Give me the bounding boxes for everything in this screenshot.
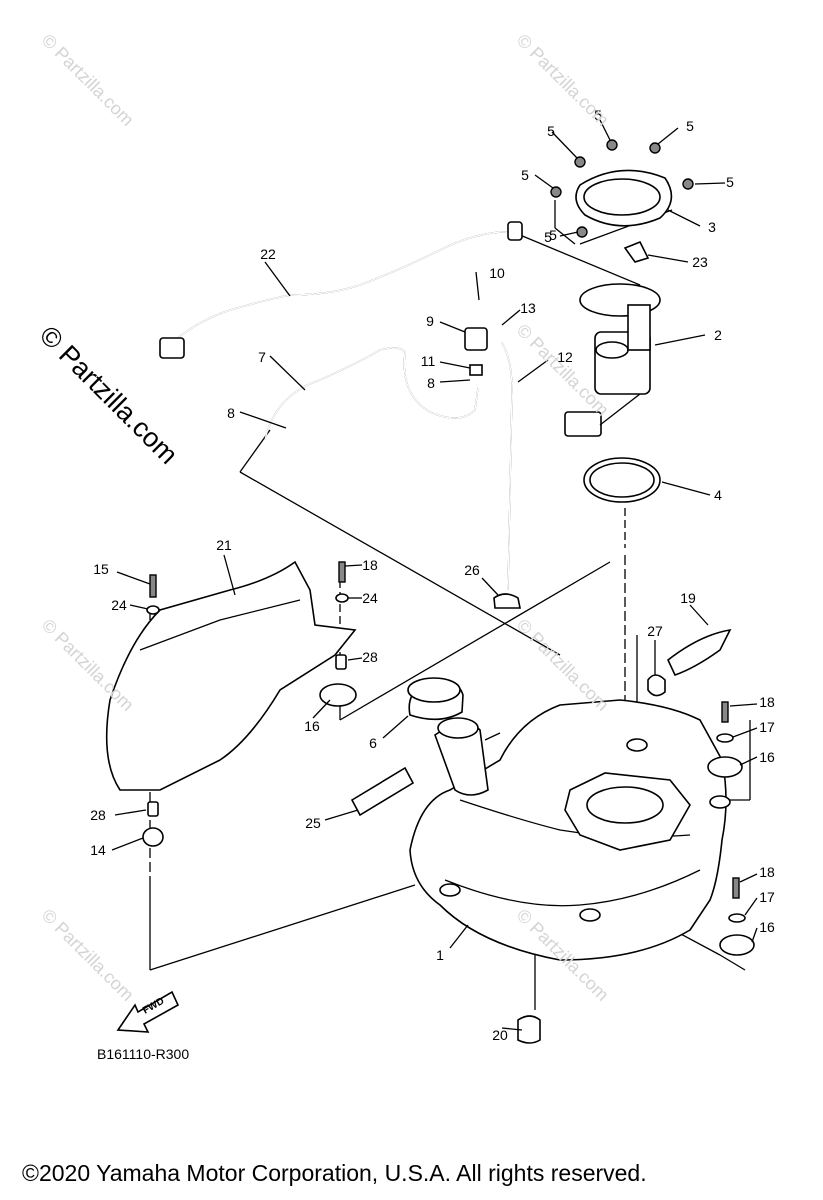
copyright-notice: ©2020 Yamaha Motor Corporation, U.S.A. A… <box>22 1160 647 1186</box>
callout-5: 5 <box>594 107 602 123</box>
callout-17: 17 <box>759 889 775 905</box>
callout-5: 5 <box>726 174 734 190</box>
callout-27: 27 <box>647 623 663 639</box>
callout-18: 18 <box>362 557 378 573</box>
callout-19: 19 <box>680 590 696 606</box>
callout-17: 17 <box>759 719 775 735</box>
callout-16: 16 <box>759 749 775 765</box>
callout-24: 24 <box>111 597 127 613</box>
callout-13: 13 <box>520 300 536 316</box>
callout-28: 28 <box>362 649 378 665</box>
callout-15: 15 <box>93 561 109 577</box>
callout-23: 23 <box>692 254 708 270</box>
callout-20: 20 <box>492 1027 508 1043</box>
fuel-hoses <box>159 221 523 609</box>
side-cover <box>105 560 357 791</box>
callout-16: 16 <box>759 919 775 935</box>
fuel-tank <box>409 699 731 961</box>
callout-25: 25 <box>305 815 321 831</box>
callout-5: 5 <box>686 118 694 134</box>
callout-11: 11 <box>421 353 436 369</box>
callout-2: 2 <box>714 327 722 343</box>
callout-8: 8 <box>227 405 235 421</box>
callout-16: 16 <box>304 718 320 734</box>
callout-7: 7 <box>258 349 266 365</box>
callout-3: 3 <box>708 219 716 235</box>
callout-18: 18 <box>759 864 775 880</box>
bolts-5 <box>550 139 694 238</box>
callout-9: 9 <box>426 313 434 329</box>
callout-1: 1 <box>436 947 444 963</box>
callout-18: 18 <box>759 694 775 710</box>
callouts <box>111 119 758 1031</box>
fuel-cap <box>407 677 464 721</box>
callout-5: 5 <box>521 167 529 183</box>
callout-5: 5 <box>547 123 555 139</box>
callout-5: 5 <box>549 227 557 243</box>
callout-8: 8 <box>427 375 435 391</box>
callout-6: 6 <box>369 735 377 751</box>
callout-5: 5 <box>544 229 552 245</box>
fuel-pump <box>564 283 661 503</box>
callout-10: 10 <box>489 265 505 281</box>
callout-26: 26 <box>464 562 480 578</box>
diagram-code: B161110-R300 <box>97 1046 190 1062</box>
small-parts <box>142 240 755 1044</box>
callout-28: 28 <box>90 807 106 823</box>
callout-24: 24 <box>362 590 378 606</box>
callout-12: 12 <box>557 349 573 365</box>
callout-4: 4 <box>714 487 722 503</box>
callout-14: 14 <box>90 842 106 858</box>
pump-retainer-plate <box>575 169 673 227</box>
callout-21: 21 <box>216 537 232 553</box>
callout-22: 22 <box>260 246 276 262</box>
